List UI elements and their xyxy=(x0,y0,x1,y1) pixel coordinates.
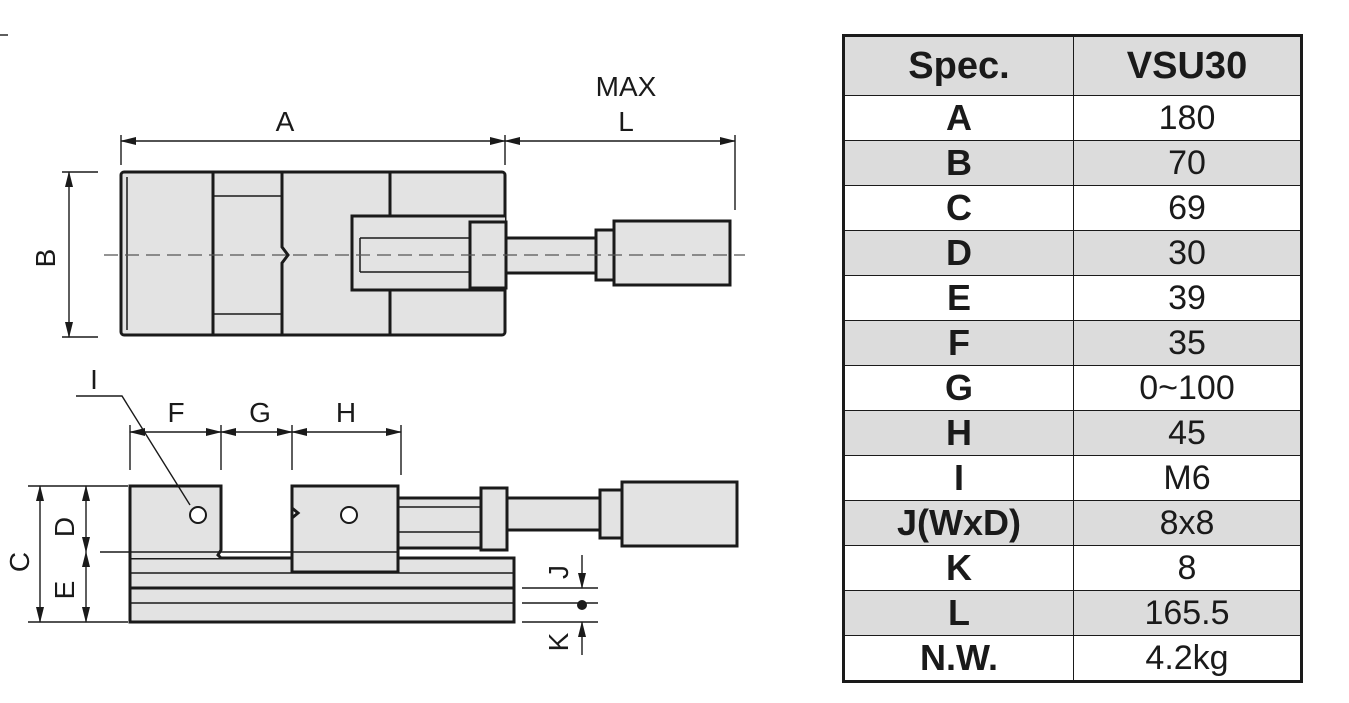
label-max: MAX xyxy=(596,71,657,102)
label-i: I xyxy=(90,364,98,395)
spec-key: H xyxy=(843,410,1074,456)
vise-technical-drawing: A MAX L B xyxy=(0,34,745,655)
top-view xyxy=(104,170,745,337)
table-header-row: Spec. VSU30 xyxy=(843,35,1302,96)
spec-key: N.W. xyxy=(843,635,1074,682)
spec-key: L xyxy=(843,590,1074,636)
mounting-hole-2 xyxy=(340,506,358,524)
spec-key: D xyxy=(843,230,1074,276)
spec-value: 8x8 xyxy=(1073,500,1302,546)
spec-value: 4.2kg xyxy=(1073,635,1302,682)
slot-marker xyxy=(577,600,587,610)
spec-key: I xyxy=(843,455,1074,501)
spec-value: 165.5 xyxy=(1073,590,1302,636)
table-row: N.W.4.2kg xyxy=(843,635,1302,682)
spec-value: 35 xyxy=(1073,320,1302,366)
base-lower xyxy=(128,586,516,624)
spec-value: 70 xyxy=(1073,140,1302,186)
spec-key: G xyxy=(843,365,1074,411)
label-g: G xyxy=(249,397,271,428)
spec-key: B xyxy=(843,140,1074,186)
spec-key: F xyxy=(843,320,1074,366)
spec-value: 180 xyxy=(1073,95,1302,141)
label-h: H xyxy=(336,397,356,428)
label-k: K xyxy=(543,632,574,651)
dimension-a: A xyxy=(120,106,506,165)
handle-side xyxy=(620,480,739,548)
dimension-cde: C D E xyxy=(4,485,128,623)
spec-key: K xyxy=(843,545,1074,591)
dimension-i: I xyxy=(76,364,191,506)
spec-value: 30 xyxy=(1073,230,1302,276)
label-e: E xyxy=(49,581,80,600)
spec-value: 0~100 xyxy=(1073,365,1302,411)
dimension-jk: J K xyxy=(522,555,598,655)
handle-top xyxy=(612,219,732,287)
spec-value: 8 xyxy=(1073,545,1302,591)
spec-key: J(WxD) xyxy=(843,500,1074,546)
dimension-b: B xyxy=(30,171,98,338)
spec-value: M6 xyxy=(1073,455,1302,501)
label-a: A xyxy=(276,106,295,137)
spec-value: 69 xyxy=(1073,185,1302,231)
table-row: J(WxD)8x8 xyxy=(843,500,1302,546)
label-c: C xyxy=(4,552,35,572)
spec-value: 45 xyxy=(1073,410,1302,456)
dimension-fgh: F G H xyxy=(129,397,402,475)
spec-key: A xyxy=(843,95,1074,141)
header-model: VSU30 xyxy=(1073,35,1302,96)
label-j: J xyxy=(543,565,574,579)
header-spec: Spec. xyxy=(843,35,1074,96)
movable-jaw-side xyxy=(290,484,400,574)
label-b: B xyxy=(30,249,61,268)
label-l: L xyxy=(618,106,634,137)
side-view xyxy=(100,480,739,624)
label-f: F xyxy=(167,397,184,428)
label-d: D xyxy=(49,517,80,537)
dimension-l: MAX L xyxy=(504,71,736,210)
fixed-jaw-side xyxy=(128,484,223,560)
spec-key: C xyxy=(843,185,1074,231)
screw-collar-side xyxy=(479,486,509,552)
spec-key: E xyxy=(843,275,1074,321)
spec-value: 39 xyxy=(1073,275,1302,321)
movable-jaw-line xyxy=(280,172,290,335)
mounting-hole-1 xyxy=(189,506,207,524)
screw-shaft-side xyxy=(505,496,602,532)
